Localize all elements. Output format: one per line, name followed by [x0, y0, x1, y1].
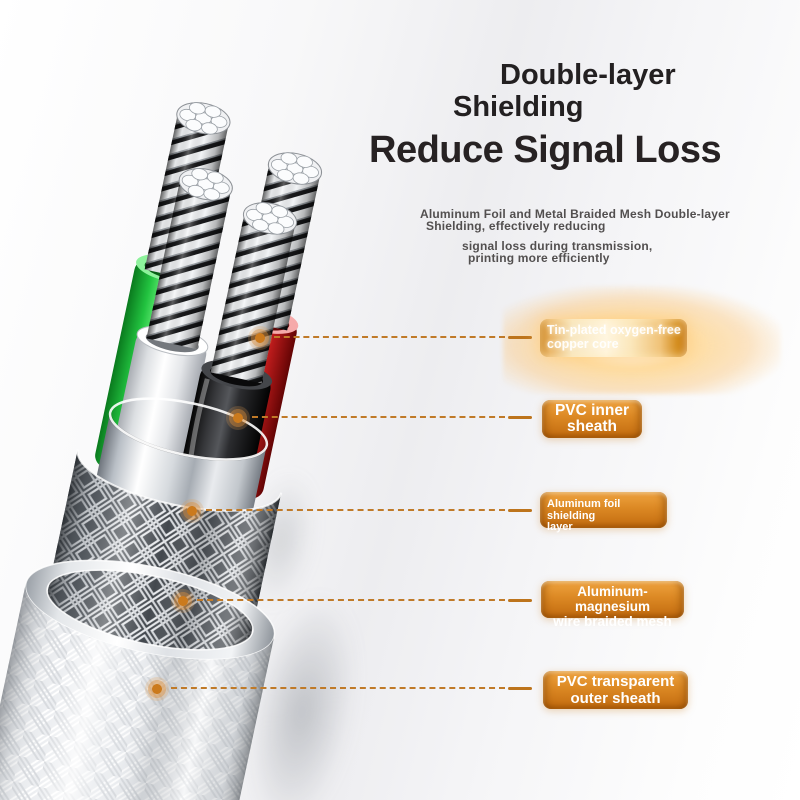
title-line-2: Shielding — [453, 91, 584, 123]
callout-dot — [248, 326, 272, 350]
copper-strands-cut-face — [267, 152, 323, 185]
callout-dot — [226, 406, 250, 430]
callout-tick-line — [508, 336, 532, 339]
copper-strands-cut-face — [178, 168, 233, 201]
callout-label-copper-core: Tin-plated oxygen-free copper core — [540, 319, 687, 357]
callout-dashed-line — [206, 509, 505, 511]
title-line-1: Double-layer — [500, 59, 676, 91]
outer-sheath-body — [0, 583, 275, 800]
subtitle: Reduce Signal Loss — [369, 129, 722, 171]
callout-label-braided-mesh: Aluminum-magnesium wire braided mesh — [541, 581, 684, 629]
braided-mesh-layer — [47, 449, 283, 652]
callout-dot — [180, 499, 204, 523]
description-line-2: Shielding, effectively reducing — [426, 219, 606, 233]
copper-strands-cut-face — [176, 102, 231, 135]
callout-dashed-line — [274, 336, 505, 338]
description-line-4: printing more efficiently — [468, 251, 610, 265]
callout-dashed-line — [197, 599, 505, 601]
copper-strands-cut-face — [242, 202, 298, 235]
callout-tick-line — [508, 599, 532, 602]
callout-tick-line — [508, 687, 532, 690]
description-line-1: Aluminum Foil and Metal Braided Mesh Dou… — [420, 207, 730, 221]
callout-label-outer-sheath: PVC transparent outer sheath — [543, 671, 688, 709]
callout-dashed-line — [252, 416, 505, 418]
wire-white — [109, 168, 233, 486]
callout-label-pvc-inner-sheath: PVC inner sheath — [542, 400, 642, 438]
description-line-3: signal loss during transmission, — [462, 239, 653, 253]
callout-tick-line — [508, 416, 532, 419]
callout-label-foil-shielding: Aluminum foil shielding layer — [540, 492, 667, 533]
callout-dashed-line — [171, 687, 505, 689]
callout-dot — [171, 589, 195, 613]
callout-dot — [145, 677, 169, 701]
callout-tick-line — [508, 509, 532, 512]
